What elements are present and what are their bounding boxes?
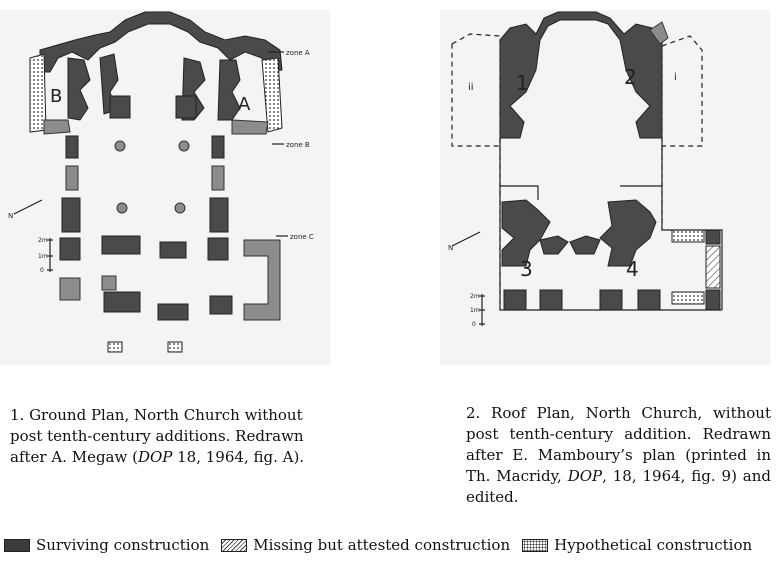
chapel-label-a: A [238,94,251,115]
north-arrow-label: N [448,244,453,252]
apse-walls [29,11,283,135]
roof-plan-caption: 2. Roof Plan, North Church, without post… [466,404,771,506]
hypothetical-swatch-icon [522,538,549,552]
missing-side-chamber-left [451,33,501,147]
annex-walls [243,239,281,321]
missing-swatch-icon [221,538,248,552]
svg-text:1m: 1m [470,307,480,314]
roof-outline [499,138,723,311]
side-walls [59,135,233,321]
roof-room-3: 3 [520,257,533,281]
side-chamber-label-i: i [674,72,677,83]
scale-bar: 2m 1m 0 [470,293,485,328]
north-arrow [451,231,481,247]
north-arrow-label: N [8,212,13,220]
legend-item-surviving: Surviving construction [4,536,209,554]
surviving-swatch-icon [4,538,30,552]
roof-inner-lines [500,185,662,200]
attested-wall-annex [705,245,721,289]
legend-item-missing: Missing but attested construction [221,536,510,554]
legend-item-hypothetical: Hypothetical construction [522,536,752,554]
ground-plan-caption: 1. Ground Plan, North Church without pos… [10,406,305,466]
roof-room-1: 1 [516,71,529,95]
nave-piers [109,95,197,214]
ground-plan-drawing: B A zone A zone B zone C N 2m 1m 0 [0,10,330,365]
zone-c-label: zone C [290,233,314,241]
svg-text:0: 0 [472,321,476,328]
north-arrow [13,199,43,215]
scale-bar: 2m 1m 0 [38,237,53,274]
side-chamber-label-ii: ii [468,82,474,93]
hypothetical-base [107,341,123,353]
hypothetical-base [167,341,183,353]
roof-room-4: 4 [626,257,639,281]
roof-room-2: 2 [624,65,637,89]
svg-text:1m: 1m [38,253,48,260]
paper-background [440,10,770,365]
hypothetical-wall-annex [671,291,705,305]
roof-piers [501,199,721,311]
chapel-label-b: B [50,86,62,107]
svg-text:2m: 2m [38,237,48,244]
roof-plan-drawing: 1 2 3 4 ii i N 2m 1m 0 [440,10,770,365]
zone-a-label: zone A [286,49,310,57]
hypothetical-wall-annex [671,229,705,243]
legend: Surviving construction Missing but attes… [4,534,779,556]
roof-apses [499,11,669,139]
svg-text:0: 0 [40,267,44,274]
svg-text:2m: 2m [470,293,480,300]
zone-b-label: zone B [286,141,310,149]
